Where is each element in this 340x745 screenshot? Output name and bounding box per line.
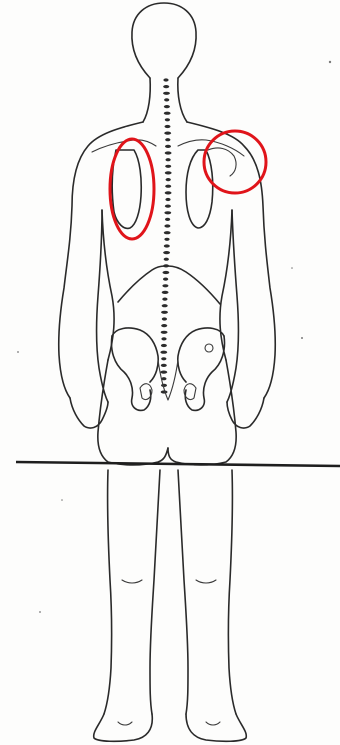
vertebra-mark [166,158,171,161]
right-leg-outer [228,470,236,714]
right-leg-inner [178,470,188,714]
right-shoulder-marker [204,131,266,193]
vertebra-mark [165,118,170,121]
vertebra-mark [161,364,167,367]
left-hip [98,360,168,465]
vertebra-mark [161,357,166,360]
vertebra-mark [162,298,167,301]
left-knee [122,580,142,583]
left-heel-mark [118,722,132,725]
vertebra-mark [164,224,170,227]
vertebra-mark [165,198,170,201]
vertebra-mark [161,344,167,347]
vertebra-mark [161,324,167,327]
right-knee [196,580,216,583]
right-scapula [186,150,213,228]
vertebra-mark [161,337,166,340]
vertebra-mark [163,78,168,81]
vertebra-mark [163,251,170,254]
vertebra-mark [164,244,170,247]
vertebra-mark [165,218,170,221]
vertebral-column [160,78,171,393]
vertebra-mark [164,258,169,261]
head-outline [132,3,196,78]
left-scapula-marker [110,139,154,239]
vertebra-mark [165,145,171,148]
vertebra-mark [165,151,172,154]
neck-left [143,78,150,122]
rib-cage-lower-border [118,266,220,304]
vertebra-mark [164,238,169,241]
vertebra-mark [164,105,170,108]
vertebra-mark [165,205,171,208]
vertebra-mark [163,92,170,95]
pelvis-right-ilium [178,328,224,382]
vertebra-mark [164,98,169,101]
vertebra-mark [164,112,171,115]
vertebra-mark [163,85,169,88]
vertebra-mark [160,351,167,354]
vertebra-mark [165,171,172,174]
vertebra-mark [162,284,168,287]
vertebra-mark [164,211,171,214]
vertebra-mark [163,278,168,281]
vertebra-mark [163,271,170,274]
left-leg-inner [150,470,160,714]
vertebra-mark [165,185,171,188]
neck-right [178,78,187,122]
vertebra-mark [165,138,170,141]
vertebra-mark [162,317,167,320]
vertebra-mark [165,125,171,128]
vertebra-mark [166,178,171,181]
left-leg-outer [104,470,112,714]
vertebra-mark [165,165,171,168]
right-hip [168,360,236,465]
paper-specks [17,61,331,613]
vertebra-mark [162,291,169,294]
vertebra-mark [161,390,168,393]
right-heel-mark [206,722,220,725]
right-shoulder-arm-outer [187,122,275,398]
right-foot [186,714,246,741]
vertebra-mark [160,371,167,374]
torso-right-side [220,210,232,360]
pelvis-right-spot [205,344,213,352]
vertebra-mark [162,304,168,307]
vertebra-mark [164,132,171,135]
sacrum [158,360,178,400]
pelvis-left-ilium [112,328,158,382]
left-scapula [112,150,141,228]
vertebra-mark [161,311,168,314]
vertebra-mark [165,191,172,194]
left-foot [94,714,153,741]
left-hand [70,398,108,428]
vertebra-mark [161,331,168,334]
vertebra-mark [161,384,167,387]
vertebra-mark [164,231,171,234]
